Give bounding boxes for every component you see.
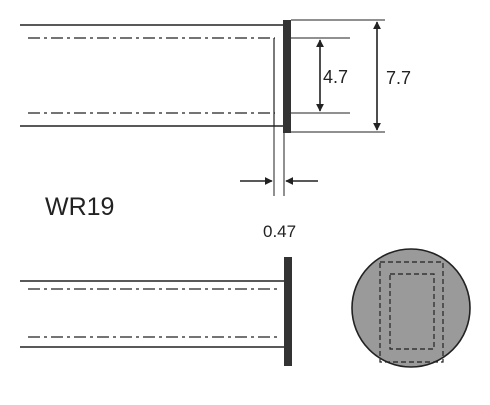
plate-thickness-dimension: 0.47: [240, 126, 318, 241]
outer-height-dimension: 7.7: [291, 19, 411, 133]
flange-end-view: [351, 248, 471, 368]
bottom-view-shim-plate: [284, 257, 292, 366]
waveguide-aperture-inner: [389, 273, 435, 350]
outer-height-label: 7.7: [386, 68, 411, 88]
waveguide-label: WR19: [45, 193, 114, 221]
bottom-waveguide-view: [20, 257, 292, 366]
plate-thickness-label: 0.47: [263, 222, 296, 241]
waveguide-aperture-outer: [379, 261, 444, 363]
top-waveguide-view: [20, 20, 291, 133]
flange-disc: [351, 248, 471, 368]
inner-height-dimension: 4.7: [291, 37, 350, 114]
shim-plate: [283, 20, 291, 133]
inner-height-label: 4.7: [323, 67, 348, 87]
